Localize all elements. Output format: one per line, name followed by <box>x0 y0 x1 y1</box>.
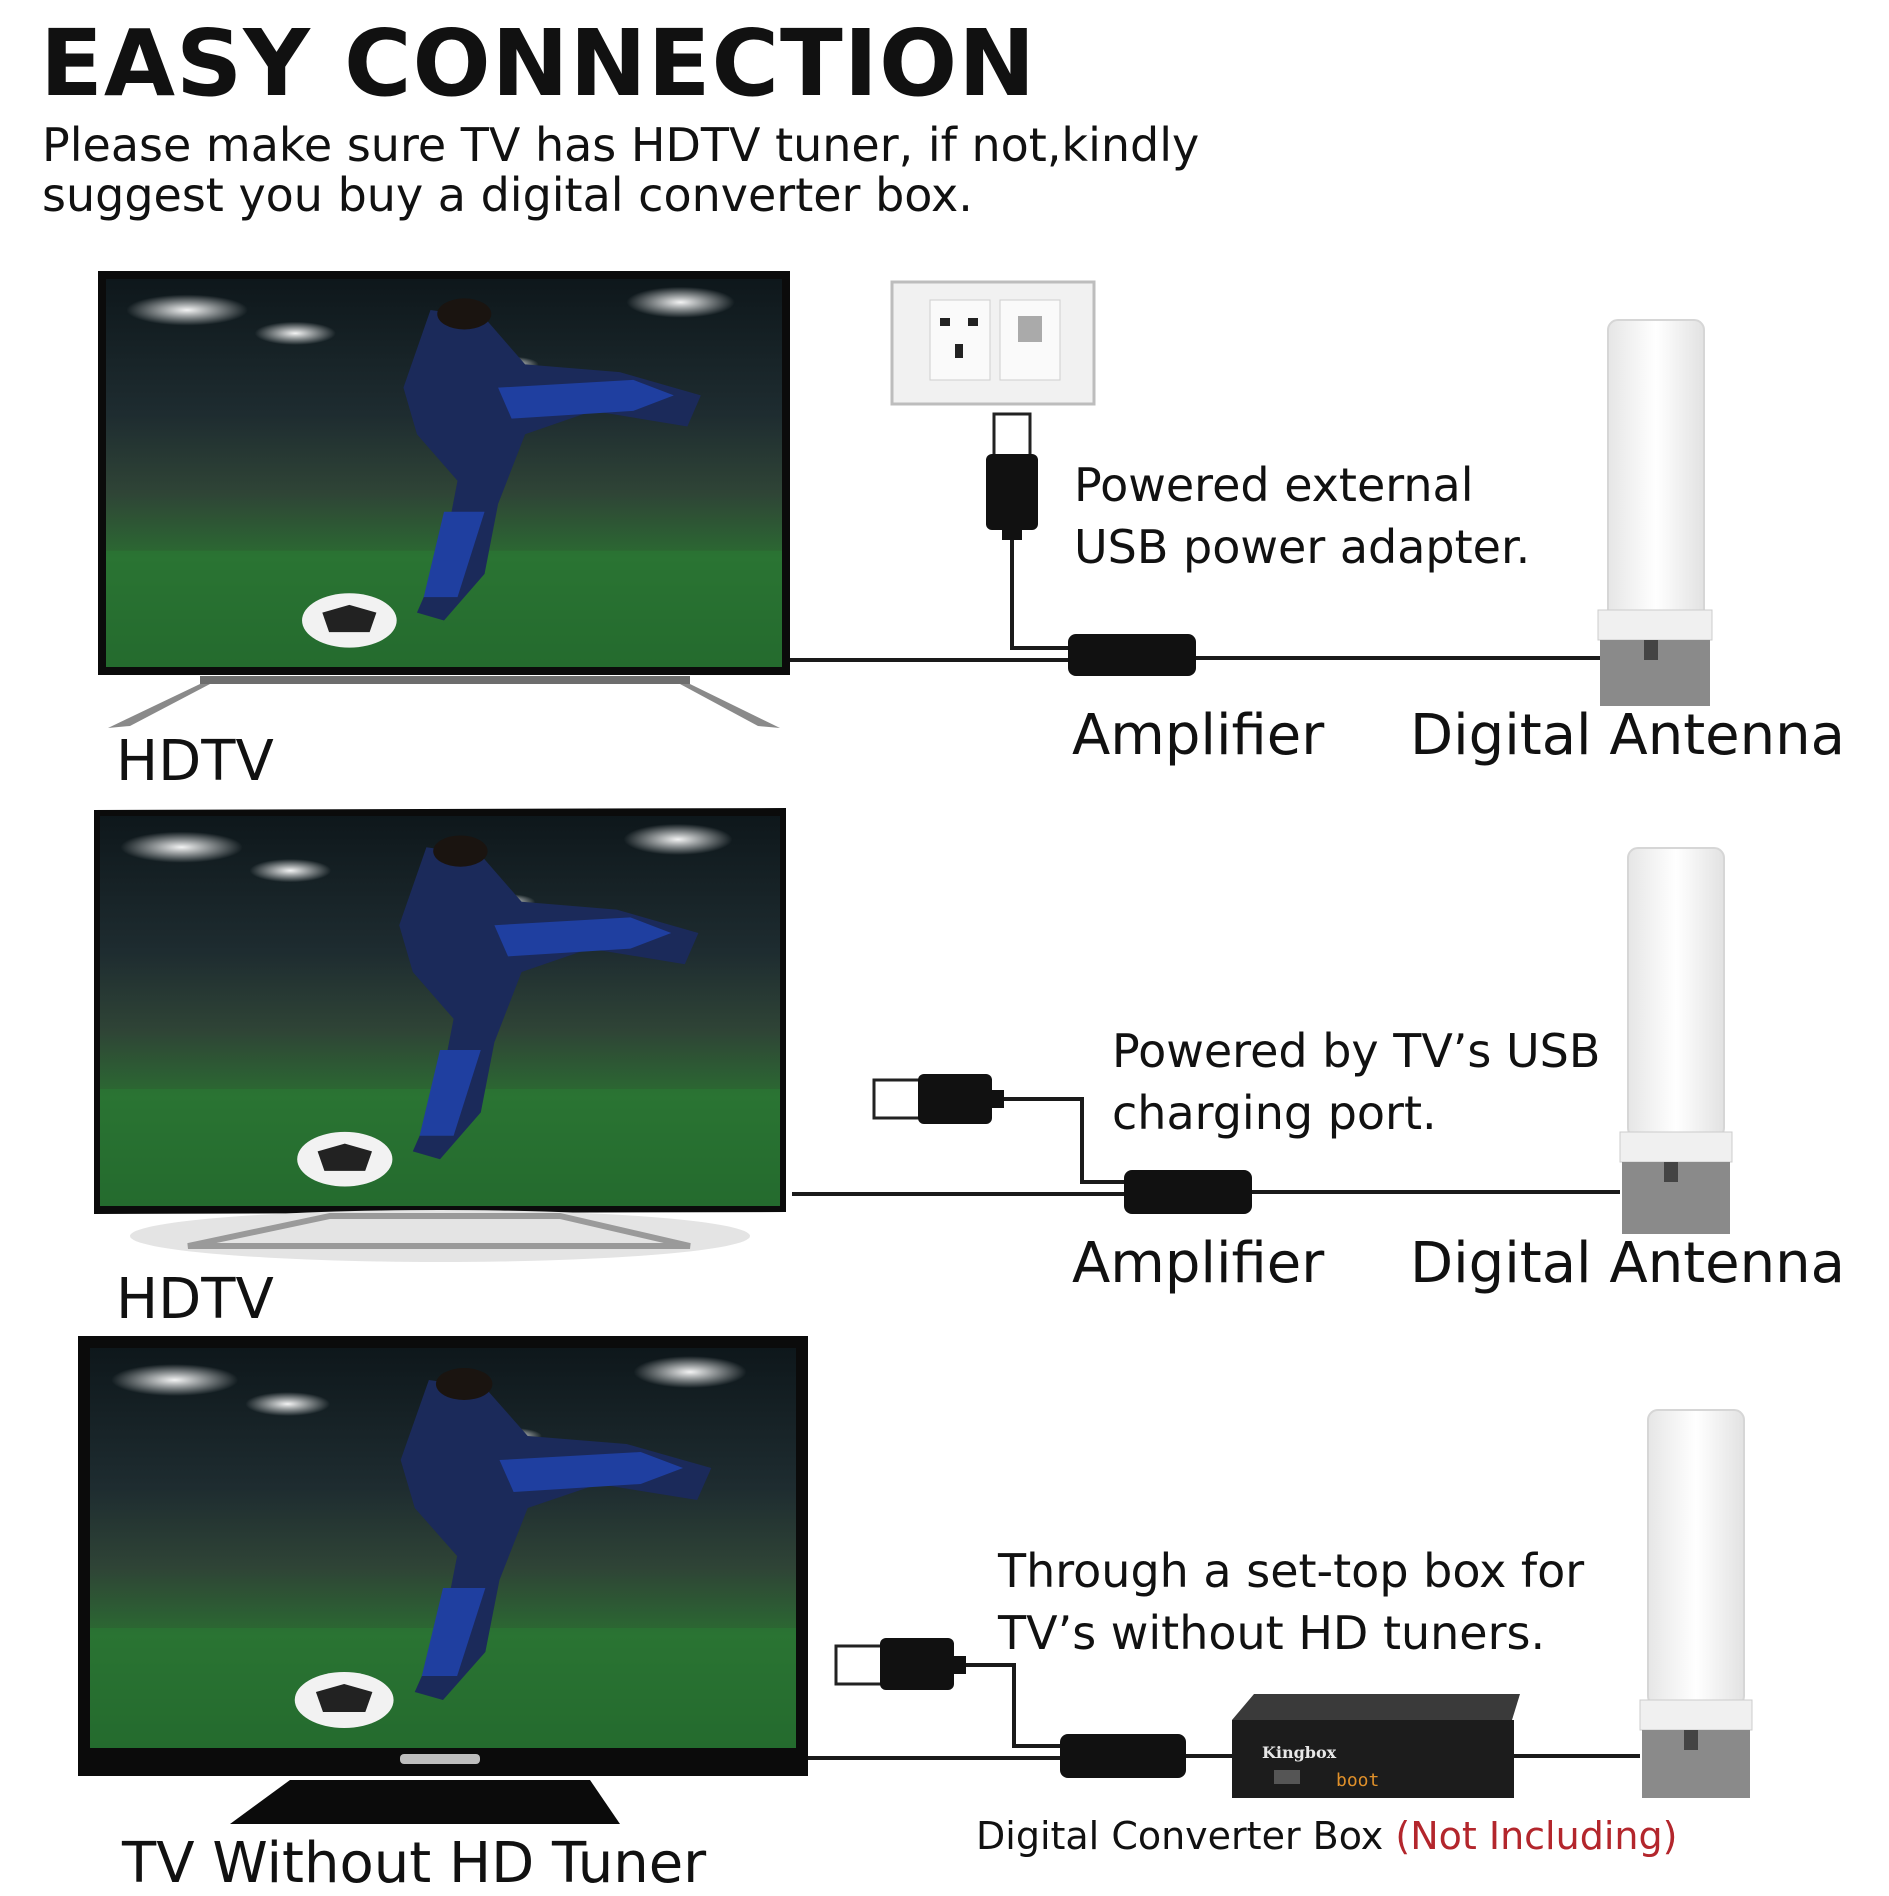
usb-plug-icon <box>872 1074 1004 1124</box>
box-note: (Not Including) <box>1395 1814 1678 1858</box>
power-note: Powered external USB power adapter. <box>1074 458 1531 574</box>
set-top-box-icon: Kingbox boot <box>1232 1694 1520 1798</box>
tv-label: HDTV <box>116 729 274 794</box>
usb-plug-icon <box>834 1638 966 1690</box>
page-subtitle: Please make sure TV has HDTV tuner, if n… <box>42 118 1200 222</box>
page-title: EASY CONNECTION <box>40 10 1037 117</box>
tv-icon <box>94 808 786 1262</box>
amplifier-label: Amplifier <box>1072 703 1325 768</box>
tv-label: HDTV <box>116 1267 274 1332</box>
antenna-icon <box>1639 1409 1753 1798</box>
tv-icon <box>98 271 790 728</box>
amplifier-label: Amplifier <box>1072 1231 1325 1296</box>
tv-label: TV Without HD Tuner <box>122 1831 707 1896</box>
amplifier-icon <box>1068 634 1196 676</box>
box-label: Digital Converter Box <box>976 1814 1384 1858</box>
antenna-icon <box>1597 319 1713 706</box>
antenna-label: Digital Antenna <box>1410 1231 1845 1296</box>
wall-socket-icon <box>890 280 1096 406</box>
box-brand: Kingbox <box>1262 1743 1337 1762</box>
tv-icon <box>78 1336 808 1824</box>
usb-plug-icon <box>986 412 1038 540</box>
amplifier-icon <box>1124 1170 1252 1214</box>
power-note: Powered by TV’s USB charging port. <box>1112 1024 1601 1140</box>
amplifier-icon <box>1060 1734 1186 1778</box>
power-note: Through a set-top box for TV’s without H… <box>998 1544 1585 1660</box>
box-caption: Digital Converter Box (Not Including) <box>976 1814 1677 1858</box>
antenna-label: Digital Antenna <box>1410 703 1845 768</box>
box-display: boot <box>1336 1770 1379 1791</box>
antenna-icon <box>1619 847 1733 1234</box>
